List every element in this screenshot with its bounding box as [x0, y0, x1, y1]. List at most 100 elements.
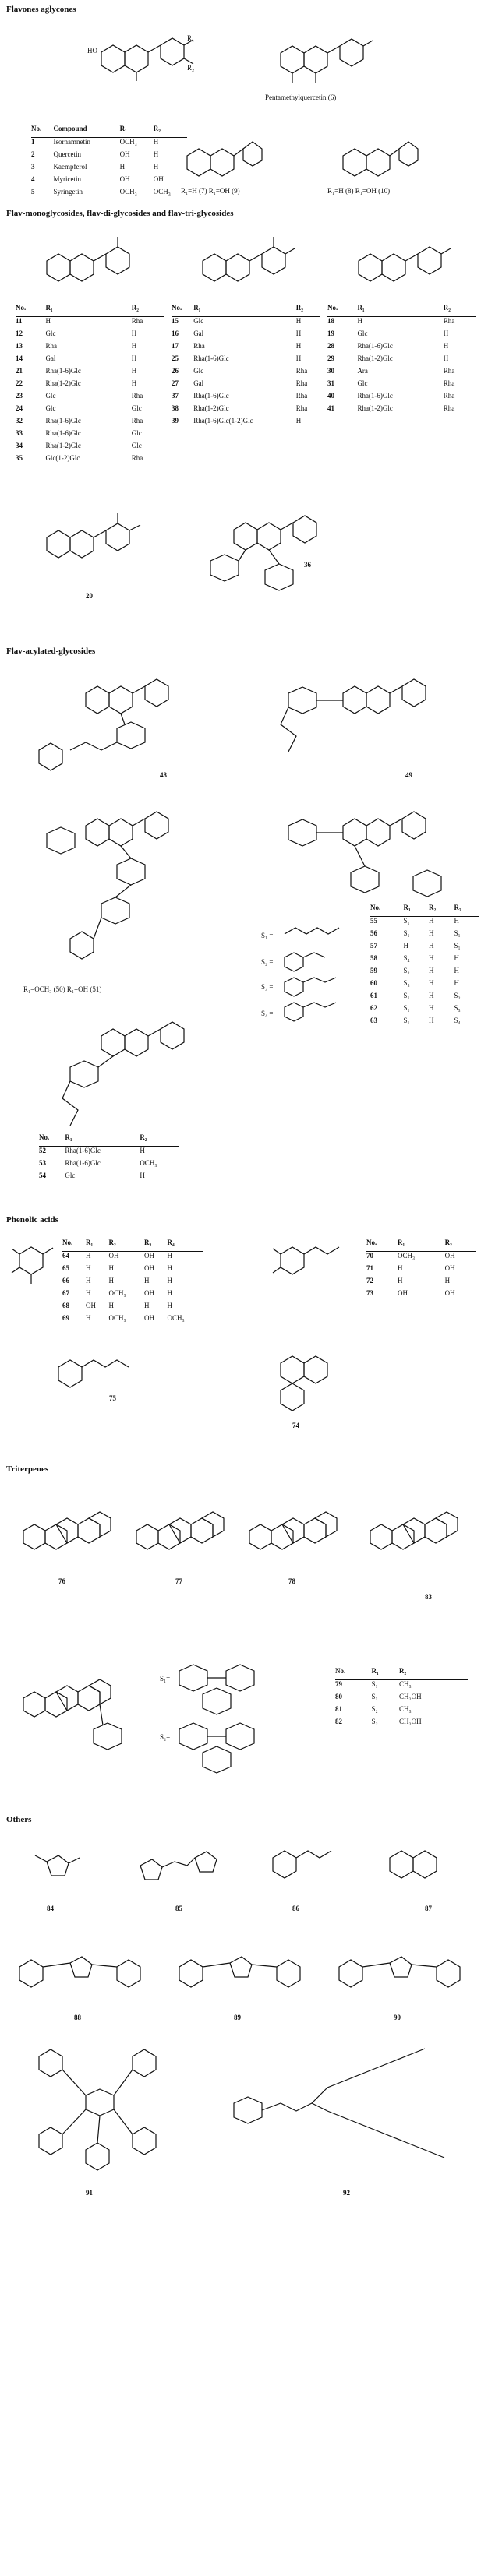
table-cell: Rha — [131, 417, 143, 425]
structure-compound-36 — [210, 515, 317, 591]
table-cell: Rha(1-6)Glc — [45, 367, 81, 375]
compound-number: 29 — [327, 354, 334, 362]
table-cell: Gal — [193, 329, 204, 337]
structure-compound-84 — [34, 1855, 80, 1876]
section-title-triterpenes: Triterpenes — [6, 1464, 49, 1474]
table-cell: S₁ — [403, 1017, 410, 1024]
table-cell: Syringetin — [53, 188, 83, 196]
column-header: No. — [335, 1667, 372, 1680]
structure-cinnamic-acid-core — [272, 1246, 340, 1275]
label-compound-20: 20 — [86, 592, 93, 600]
table-cell: H — [167, 1302, 173, 1309]
table-cell: H — [131, 367, 137, 375]
table-cell: H — [108, 1277, 115, 1284]
compound-number: 69 — [62, 1314, 69, 1322]
compound-number: 15 — [172, 317, 179, 325]
table-cell: CH₂OH — [399, 1718, 422, 1725]
structure-compound-55-core — [288, 811, 442, 897]
table-cell: H — [85, 1277, 91, 1284]
table-cell: Rha — [193, 342, 205, 350]
table-cell: Rha — [295, 404, 308, 412]
compound-number: 39 — [172, 417, 179, 425]
compound-number: 71 — [366, 1264, 373, 1272]
caption-compounds-8-10: R₁=H (8) R₁=OH (10) — [327, 187, 391, 195]
table-cell: Rha — [45, 342, 57, 350]
compound-number: 14 — [16, 354, 23, 362]
structure-compound-48 — [38, 678, 169, 771]
table-cell: S₁ — [403, 992, 410, 999]
table-cell: S₂ — [371, 1718, 378, 1725]
label-compound-49: 49 — [405, 771, 412, 779]
structure-flavanol-8-10 — [342, 141, 419, 177]
table-cell: H — [131, 342, 137, 350]
caption-compounds-7-9: R₁=H (7) R₁=OH (9) — [181, 187, 240, 195]
table-cell: H — [131, 329, 137, 337]
compound-number: 28 — [327, 342, 334, 350]
label-compound-83: 83 — [425, 1593, 432, 1601]
label-compound-85: 85 — [175, 1905, 182, 1912]
table-cell: OH — [397, 1289, 408, 1297]
structure-compound-75 — [58, 1359, 129, 1388]
table-cell: Rha — [443, 379, 455, 387]
compound-number: 67 — [62, 1289, 69, 1297]
structure-compound-49 — [280, 678, 426, 752]
table-cell: Rha(1-6)Glc — [65, 1147, 101, 1154]
compound-number: 80 — [335, 1693, 342, 1700]
table-cell: Glc — [193, 367, 204, 375]
table-cell: S₁ — [403, 929, 410, 937]
label-compound-91: 91 — [86, 2189, 93, 2197]
compound-number: 58 — [370, 954, 377, 962]
table-cell: OH — [143, 1289, 154, 1297]
compound-number: 60 — [370, 979, 377, 987]
compound-number: 59 — [370, 967, 377, 974]
column-header: R₄ — [167, 1239, 203, 1252]
table-cell: H — [397, 1264, 403, 1272]
table-cell: S₁ — [454, 929, 461, 937]
table-cell: S₄ — [403, 954, 410, 962]
table-cell: H — [108, 1264, 115, 1272]
table-cell: H — [153, 138, 159, 146]
substituent-s1-label: S₁ = — [261, 932, 274, 939]
column-header: No. — [366, 1239, 398, 1252]
label-compound-78: 78 — [288, 1577, 295, 1585]
table-cell: H — [428, 929, 434, 937]
compound-number: 26 — [172, 367, 179, 375]
structure-compound-90 — [338, 1956, 461, 1988]
compound-number: 23 — [16, 392, 23, 400]
structure-compound-20 — [46, 513, 141, 559]
table-cell: Glc — [45, 329, 56, 337]
column-header: No. — [327, 304, 358, 317]
table-cell: H — [295, 329, 302, 337]
table-cell: H — [357, 317, 362, 325]
column-header: R₁ — [403, 904, 429, 917]
table-cell: Rha — [443, 367, 455, 375]
column-header: R₃ — [454, 904, 479, 917]
table-cell: Ara — [357, 367, 368, 375]
sugar-s1-label: S₁= — [160, 1675, 171, 1683]
table-cell: H — [428, 1017, 434, 1024]
table-cell: H — [428, 954, 434, 962]
compound-number: 56 — [370, 929, 377, 937]
table-cell: H — [443, 342, 449, 350]
table-cell: Rha — [443, 392, 455, 400]
compound-number: 62 — [370, 1004, 377, 1012]
table-cell: H — [295, 342, 302, 350]
label-compound-88: 88 — [74, 2014, 81, 2021]
column-header: R₂ — [153, 125, 187, 138]
compound-number: 61 — [370, 992, 377, 999]
column-header: R₂ — [108, 1239, 144, 1252]
